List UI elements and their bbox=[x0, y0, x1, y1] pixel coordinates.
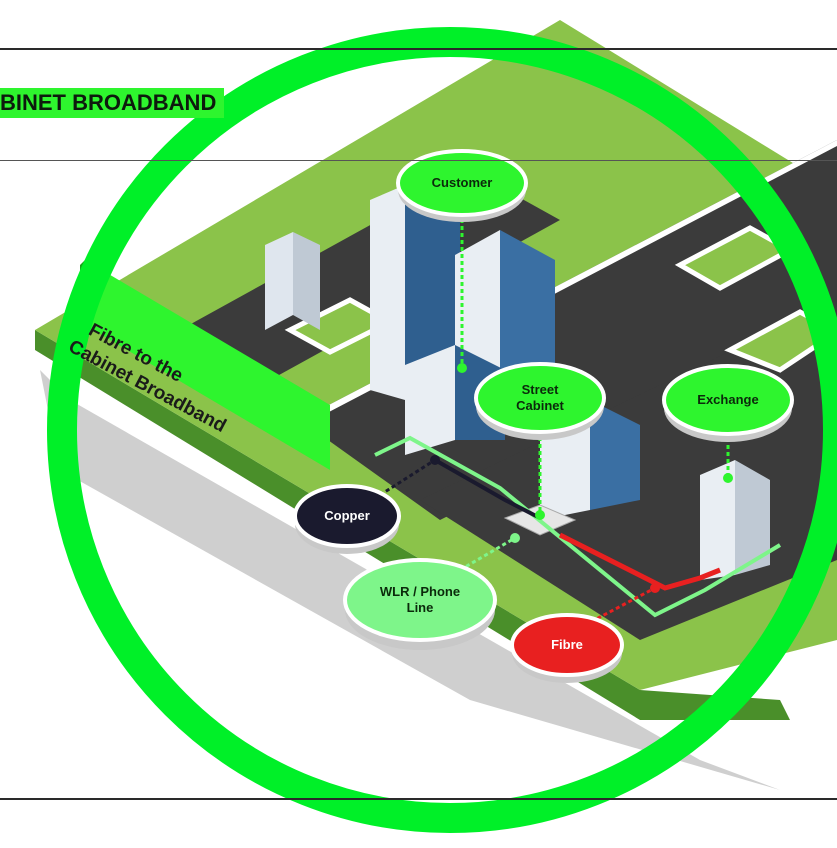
bubble-wlr bbox=[343, 558, 497, 642]
highlight-ring bbox=[47, 27, 837, 833]
bubble-exchange bbox=[662, 364, 794, 436]
label-street-cabinet-line-1: Street bbox=[521, 382, 559, 397]
label-exchange: Exchange bbox=[697, 392, 759, 407]
label-wlr-line-1: WLR / Phone bbox=[379, 584, 461, 599]
building bbox=[590, 400, 640, 510]
node-fibre bbox=[650, 583, 660, 593]
node-exchange bbox=[723, 473, 733, 483]
node-wlr bbox=[510, 533, 520, 543]
label-wlr: WLR / Phone Line bbox=[345, 584, 495, 616]
page-heading: BINET BROADBAND bbox=[0, 88, 225, 118]
bubble-fibre bbox=[510, 613, 624, 677]
building bbox=[293, 232, 320, 330]
mid-rule bbox=[0, 160, 837, 161]
bubble-customer bbox=[396, 149, 528, 217]
building bbox=[700, 460, 735, 580]
fibre-line bbox=[558, 532, 721, 591]
label-fibre: Fibre bbox=[551, 637, 583, 652]
node-customer bbox=[457, 363, 467, 373]
bubble-copper bbox=[293, 484, 401, 548]
leader-fibre bbox=[584, 586, 656, 627]
building bbox=[405, 345, 455, 455]
node-copper bbox=[430, 455, 440, 465]
leader-copper bbox=[379, 458, 436, 497]
node-cabinet bbox=[535, 510, 545, 520]
label-street-cabinet: Street Cabinet bbox=[476, 382, 604, 414]
phone-line bbox=[374, 435, 782, 618]
label-customer: Customer bbox=[431, 175, 493, 190]
bubble-cabinet bbox=[474, 362, 606, 434]
building bbox=[265, 232, 293, 330]
building bbox=[370, 185, 405, 400]
bottom-rule bbox=[0, 798, 837, 800]
label-wlr-line-2: Line bbox=[406, 600, 434, 615]
label-copper: Copper bbox=[324, 508, 370, 523]
copper-line bbox=[434, 458, 541, 520]
sign-board bbox=[85, 260, 330, 470]
top-rule bbox=[0, 48, 837, 50]
label-street-cabinet-line-2: Cabinet bbox=[516, 398, 564, 413]
leader-wlr bbox=[459, 536, 516, 572]
building bbox=[735, 460, 770, 575]
